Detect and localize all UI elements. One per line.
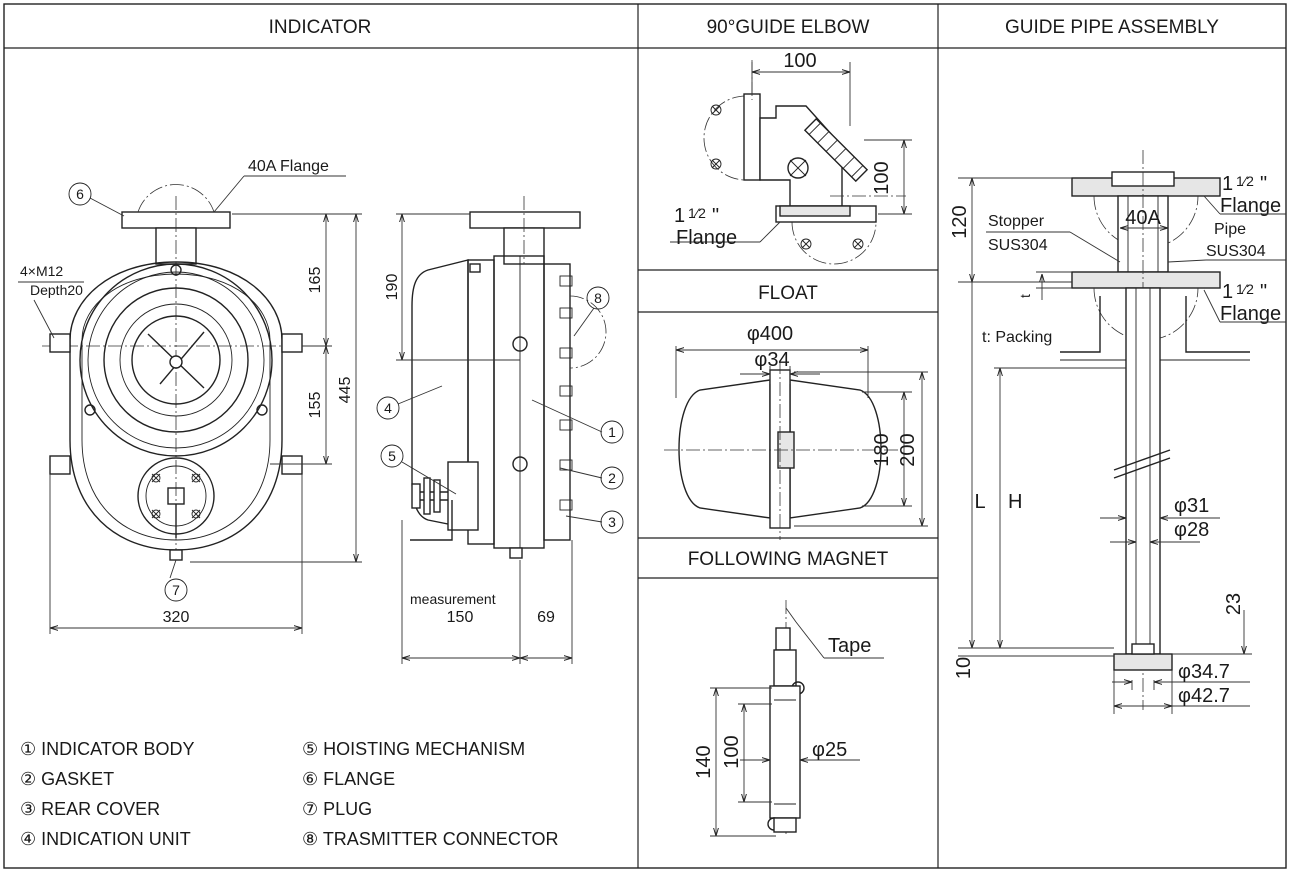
elbow-flange-quote: "	[712, 205, 719, 227]
pipe-dia-34-7: φ34.7	[1178, 661, 1230, 683]
callout-3: 3	[608, 514, 616, 530]
measurement-label: measurement	[410, 591, 496, 607]
elbow-flange-frac: 1⁄2	[688, 205, 706, 221]
pipe-flange-bottom-word: Flange	[1220, 303, 1281, 325]
pipe-flange-bottom-frac: 1⁄2	[1236, 281, 1254, 297]
pipe-dia-42-7: φ42.7	[1178, 685, 1230, 707]
legend-item-2: ② GASKET	[20, 769, 114, 789]
legend-item-8: ⑧ TRASMITTER CONNECTOR	[302, 829, 558, 849]
legend-item-7: ⑦ PLUG	[302, 799, 372, 819]
float-dim-180: 180	[871, 433, 893, 466]
dim-155-label: 155	[307, 392, 324, 419]
callout-6: 6	[76, 186, 84, 202]
pipe-dim-120: 120	[949, 205, 971, 238]
legend-item-4: ④ INDICATION UNIT	[20, 829, 191, 849]
elbow-dim-100-top: 100	[783, 50, 816, 72]
pipe-dia-28: φ28	[1174, 519, 1209, 541]
header-guide-pipe: GUIDE PIPE ASSEMBLY	[1005, 17, 1219, 38]
pipe-material: SUS304	[1206, 243, 1266, 260]
dim-69-label: 69	[537, 609, 555, 626]
pipe-flange-bottom-quote: "	[1260, 281, 1267, 303]
callout-7: 7	[172, 582, 180, 598]
dim-165-label: 165	[307, 267, 324, 294]
indicator-front-dimensions: 320 165 155 445 40A Flange 4×M12 Depth20	[18, 158, 362, 634]
dim-445-label: 445	[337, 377, 354, 404]
pipe-flange-top-size: 1	[1222, 173, 1233, 195]
packing-t-label: t	[1017, 294, 1033, 298]
float-dim-200: 200	[897, 433, 919, 466]
pipe-flange-bottom-size: 1	[1222, 281, 1233, 303]
legend-item-1: ① INDICATOR BODY	[20, 739, 195, 759]
float-dia-400: φ400	[747, 323, 793, 345]
pipe-flange-top-word: Flange	[1220, 195, 1281, 217]
elbow-dim-100-side: 100	[871, 161, 893, 194]
pipe-dia-31: φ31	[1174, 495, 1209, 517]
magnet-tape-label: Tape	[828, 635, 871, 657]
header-float: FLOAT	[758, 283, 818, 304]
header-indicator: INDICATOR	[269, 17, 372, 38]
flange-note-label: 40A Flange	[248, 158, 329, 175]
dim-150-label: 150	[447, 609, 474, 626]
magnet-dim-140: 140	[693, 745, 715, 778]
callout-8: 8	[594, 290, 602, 306]
stopper-material: SUS304	[988, 237, 1048, 254]
legend-item-5: ⑤ HOISTING MECHANISM	[302, 739, 525, 759]
pipe-dim-23: 23	[1223, 593, 1245, 615]
legend-item-3: ③ REAR COVER	[20, 799, 160, 819]
bolt-note-line1: 4×M12	[20, 263, 63, 279]
pipe-flange-top-frac: 1⁄2	[1236, 173, 1254, 189]
size-40a-label: 40A	[1125, 207, 1161, 229]
dim-190-label: 190	[384, 274, 401, 301]
following-magnet-drawing: Tape 140 100 φ25	[693, 600, 884, 837]
dim-320-label: 320	[163, 609, 190, 626]
callout-4: 4	[384, 400, 392, 416]
elbow-flange-word: Flange	[676, 227, 737, 249]
callout-5: 5	[388, 448, 396, 464]
guide-elbow-drawing: 100 100 1 1⁄2 " Flange	[670, 50, 912, 265]
magnet-dia-25: φ25	[812, 739, 847, 761]
float-dia-34: φ34	[754, 349, 789, 371]
callout-2: 2	[608, 470, 616, 486]
elbow-flange-size: 1	[674, 205, 685, 227]
guide-pipe-drawing: 120 L H 10 23 φ31 φ28 φ34.7 φ42.7 Stoppe…	[949, 150, 1286, 714]
pipe-flange-top-quote: "	[1260, 173, 1267, 195]
callouts: 6 7 4 5 8 1 2 3	[68, 182, 624, 602]
stopper-label: Stopper	[988, 213, 1045, 230]
magnet-dim-100: 100	[721, 735, 743, 768]
sheet-frame	[3, 3, 1287, 869]
pipe-dim-L: L	[974, 491, 985, 513]
indicator-front-view	[42, 184, 310, 561]
packing-label: t: Packing	[982, 329, 1052, 346]
pipe-dim-10: 10	[953, 657, 975, 679]
pipe-dim-H: H	[1008, 491, 1022, 513]
header-following-magnet: FOLLOWING MAGNET	[688, 549, 889, 570]
indicator-side-view: 190 measurement 150 69	[384, 196, 607, 664]
header-guide-elbow: 90°GUIDE ELBOW	[707, 17, 870, 38]
parts-legend: ① INDICATOR BODY ② GASKET ③ REAR COVER ④…	[20, 739, 558, 849]
float-drawing: φ400 φ34 180 200	[664, 323, 928, 540]
callout-1: 1	[608, 424, 616, 440]
bolt-note-line2: Depth20	[30, 282, 83, 298]
legend-item-6: ⑥ FLANGE	[302, 769, 395, 789]
pipe-label: Pipe	[1214, 221, 1246, 238]
